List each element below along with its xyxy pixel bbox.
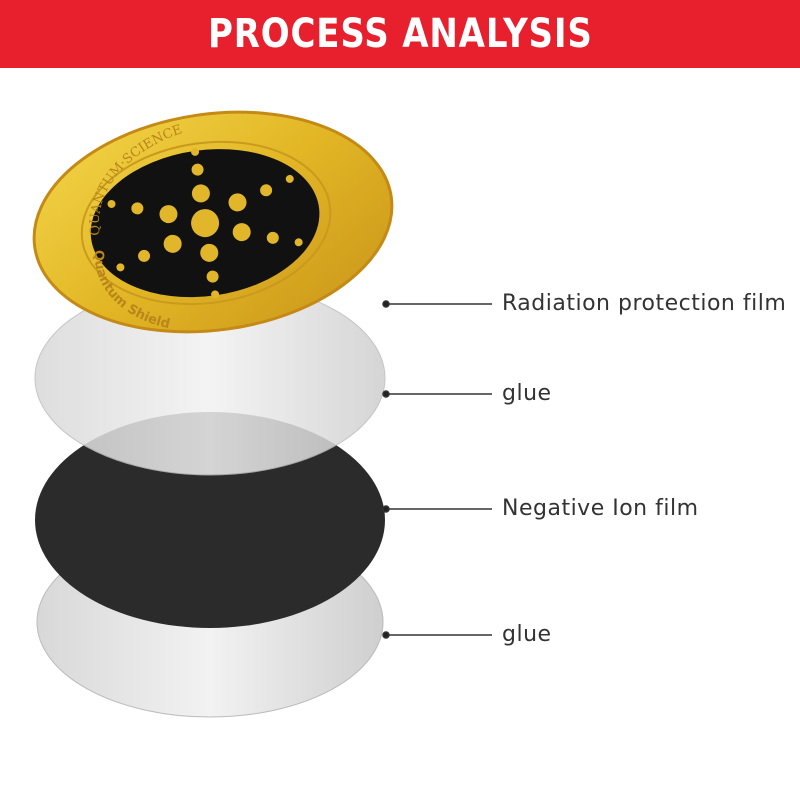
header-banner: PROCESS ANALYSIS: [0, 0, 800, 68]
label-radiation-protection-film: Radiation protection film: [502, 291, 787, 316]
label-glue-top: glue: [502, 381, 552, 406]
radiation-protection-sticker: [32, 110, 394, 334]
star-dots-icon: [107, 147, 303, 299]
label-negative-ion-film: Negative Ion film: [502, 496, 699, 521]
label-glue-bottom: glue: [502, 622, 552, 647]
page-title: PROCESS ANALYSIS: [207, 11, 593, 57]
negative-ion-film: [35, 412, 385, 628]
leader-lines: [382, 300, 492, 639]
